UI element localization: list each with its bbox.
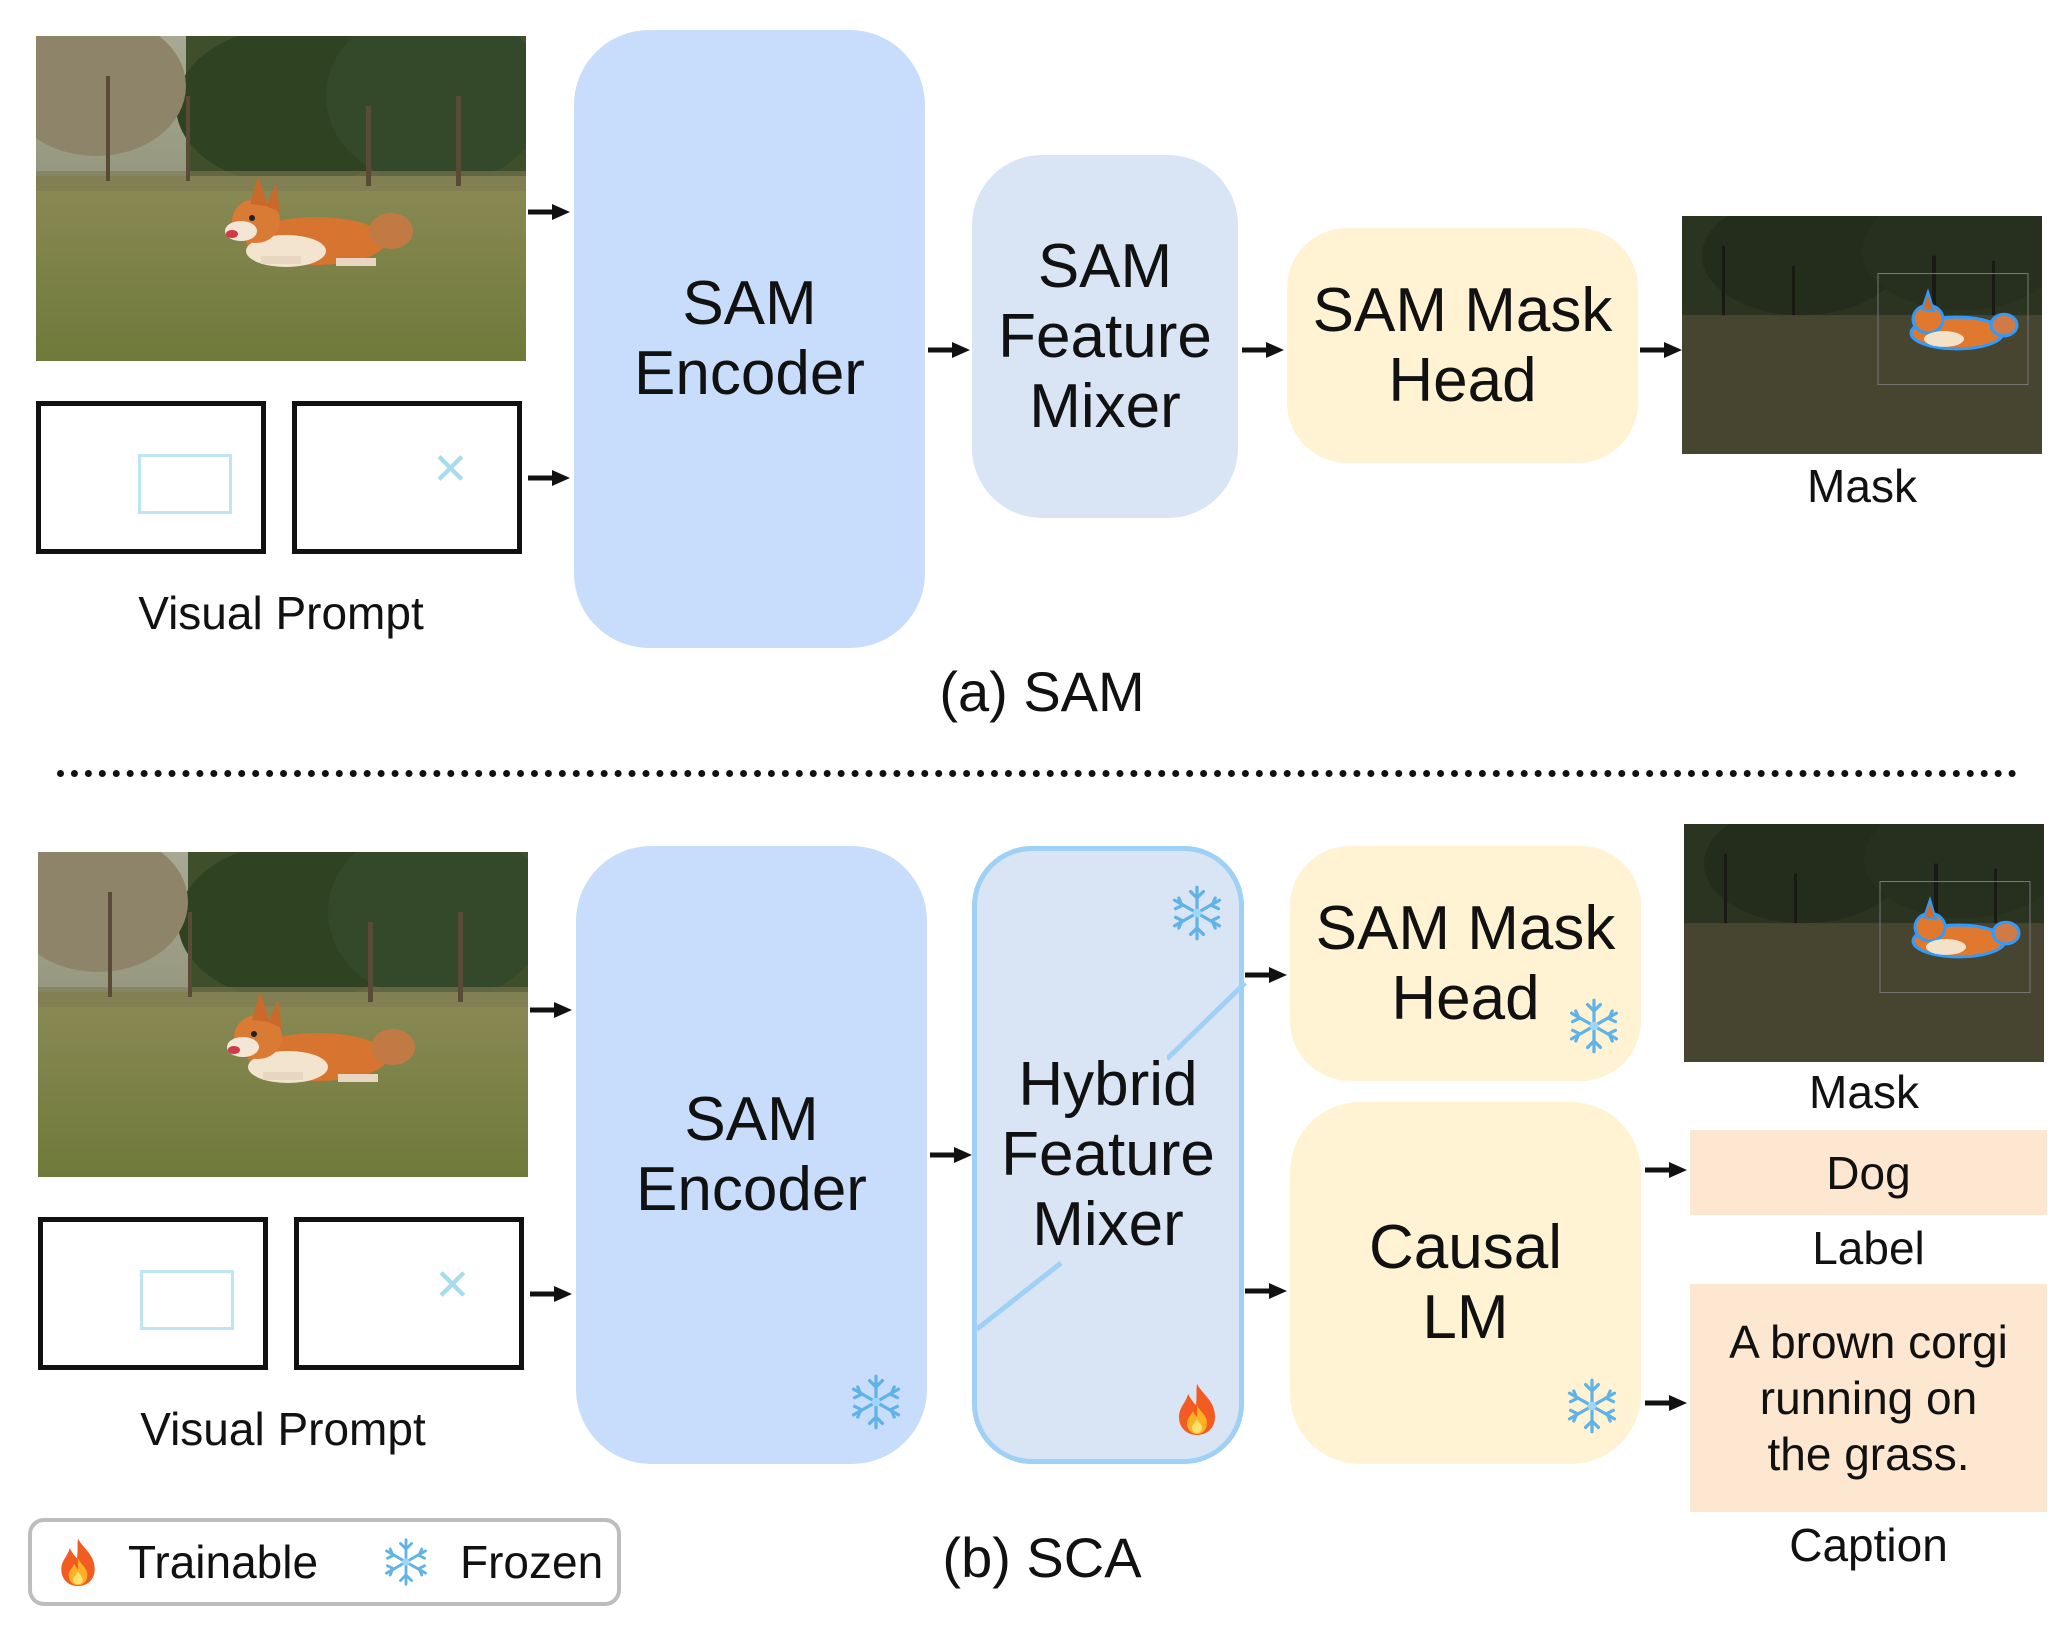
arrow-encoder-to-mixer-bottom	[930, 1145, 972, 1165]
corgi-photo-icon	[36, 36, 526, 361]
masked-corgi-icon	[1682, 216, 2042, 454]
legend-frozen-label: Frozen	[460, 1536, 604, 1588]
figure-caption-a: (a) SAM	[939, 660, 1145, 723]
masked-corgi-icon	[1684, 824, 2044, 1062]
input-image-bottom	[38, 852, 528, 1177]
sam-encoder-block-top: SAM Encoder	[574, 30, 925, 648]
hybrid-feature-mixer-block: Hybrid Feature Mixer	[972, 846, 1247, 1464]
frozen-snowflake-icon	[846, 1372, 906, 1432]
arrow-mixer-to-head-bottom	[1245, 965, 1287, 985]
visual-prompt-box-bottom	[38, 1217, 268, 1370]
frozen-snowflake-icon	[1562, 1376, 1622, 1436]
arrow-image-to-encoder-bottom	[530, 1000, 572, 1020]
visual-prompt-label-top: Visual Prompt	[138, 587, 424, 639]
sam-mask-head-block-bottom: SAM Mask Head	[1290, 846, 1641, 1081]
box-prompt-shape	[138, 454, 232, 514]
sam-encoder-label: SAM Encoder	[636, 1085, 867, 1224]
causal-lm-label: Causal LM	[1369, 1213, 1562, 1352]
visual-prompt-label-bottom: Visual Prompt	[140, 1403, 426, 1455]
arrow-mixer-to-lm	[1245, 1281, 1287, 1301]
section-divider	[57, 770, 2017, 777]
sam-mask-head-label: SAM Mask Head	[1315, 893, 1616, 1033]
sam-feature-mixer-block-top: SAM Feature Mixer	[972, 155, 1238, 518]
mask-label-bottom: Mask	[1809, 1066, 1919, 1118]
label-output-value: Dog	[1826, 1146, 1911, 1199]
split-line-bottom-icon	[977, 1261, 1063, 1331]
arrow-prompt-to-encoder-top	[528, 468, 570, 488]
split-line-top-icon	[1167, 981, 1247, 1061]
visual-prompt-box-top	[36, 401, 266, 554]
sam-feature-mixer-label: SAM Feature Mixer	[998, 231, 1212, 441]
sam-mask-head-block-top: SAM Mask Head	[1287, 228, 1638, 463]
arrow-lm-to-caption	[1645, 1393, 1687, 1413]
visual-prompt-point-bottom: ✕	[294, 1217, 524, 1370]
point-prompt-x-icon: ✕	[434, 1261, 471, 1310]
box-prompt-shape	[140, 1270, 234, 1330]
trainable-fire-icon	[1169, 1381, 1225, 1437]
input-image-top	[36, 36, 526, 361]
arrow-lm-to-label	[1645, 1160, 1687, 1180]
frozen-snowflake-icon	[1167, 883, 1227, 943]
sam-encoder-block-bottom: SAM Encoder	[576, 846, 927, 1464]
arrow-head-to-mask-top	[1640, 340, 1682, 360]
label-output-box: Dog	[1690, 1130, 2047, 1215]
arrow-prompt-to-encoder-bottom	[530, 1284, 572, 1304]
sam-mask-head-label: SAM Mask Head	[1312, 275, 1613, 415]
caption-output-value: A brown corgi running on the grass.	[1729, 1316, 2008, 1480]
figure-caption-b: (b) SCA	[942, 1526, 1142, 1589]
arrow-mixer-to-head-top	[1242, 340, 1284, 360]
fire-icon	[52, 1536, 104, 1588]
legend: Trainable Frozen	[28, 1518, 621, 1606]
arrow-image-to-encoder-top	[528, 202, 570, 222]
label-caption: Label	[1812, 1222, 1925, 1274]
caption-output-box: A brown corgi running on the grass.	[1690, 1284, 2047, 1512]
hybrid-feature-mixer-label: Hybrid Feature Mixer	[1001, 1050, 1215, 1259]
corgi-photo-icon	[38, 852, 528, 1177]
caption-label: Caption	[1789, 1519, 1948, 1571]
arrow-encoder-to-mixer-top	[928, 340, 970, 360]
snowflake-icon	[380, 1536, 432, 1588]
visual-prompt-point-top: ✕	[292, 401, 522, 554]
point-prompt-x-icon: ✕	[432, 445, 469, 494]
causal-lm-block: Causal LM	[1290, 1102, 1641, 1464]
mask-output-image-top	[1682, 216, 2042, 454]
legend-trainable-label: Trainable	[128, 1536, 319, 1588]
mask-label-top: Mask	[1807, 460, 1917, 512]
sam-encoder-label: SAM Encoder	[634, 269, 865, 408]
mask-output-image-bottom	[1684, 824, 2044, 1062]
frozen-snowflake-icon	[1564, 996, 1624, 1056]
